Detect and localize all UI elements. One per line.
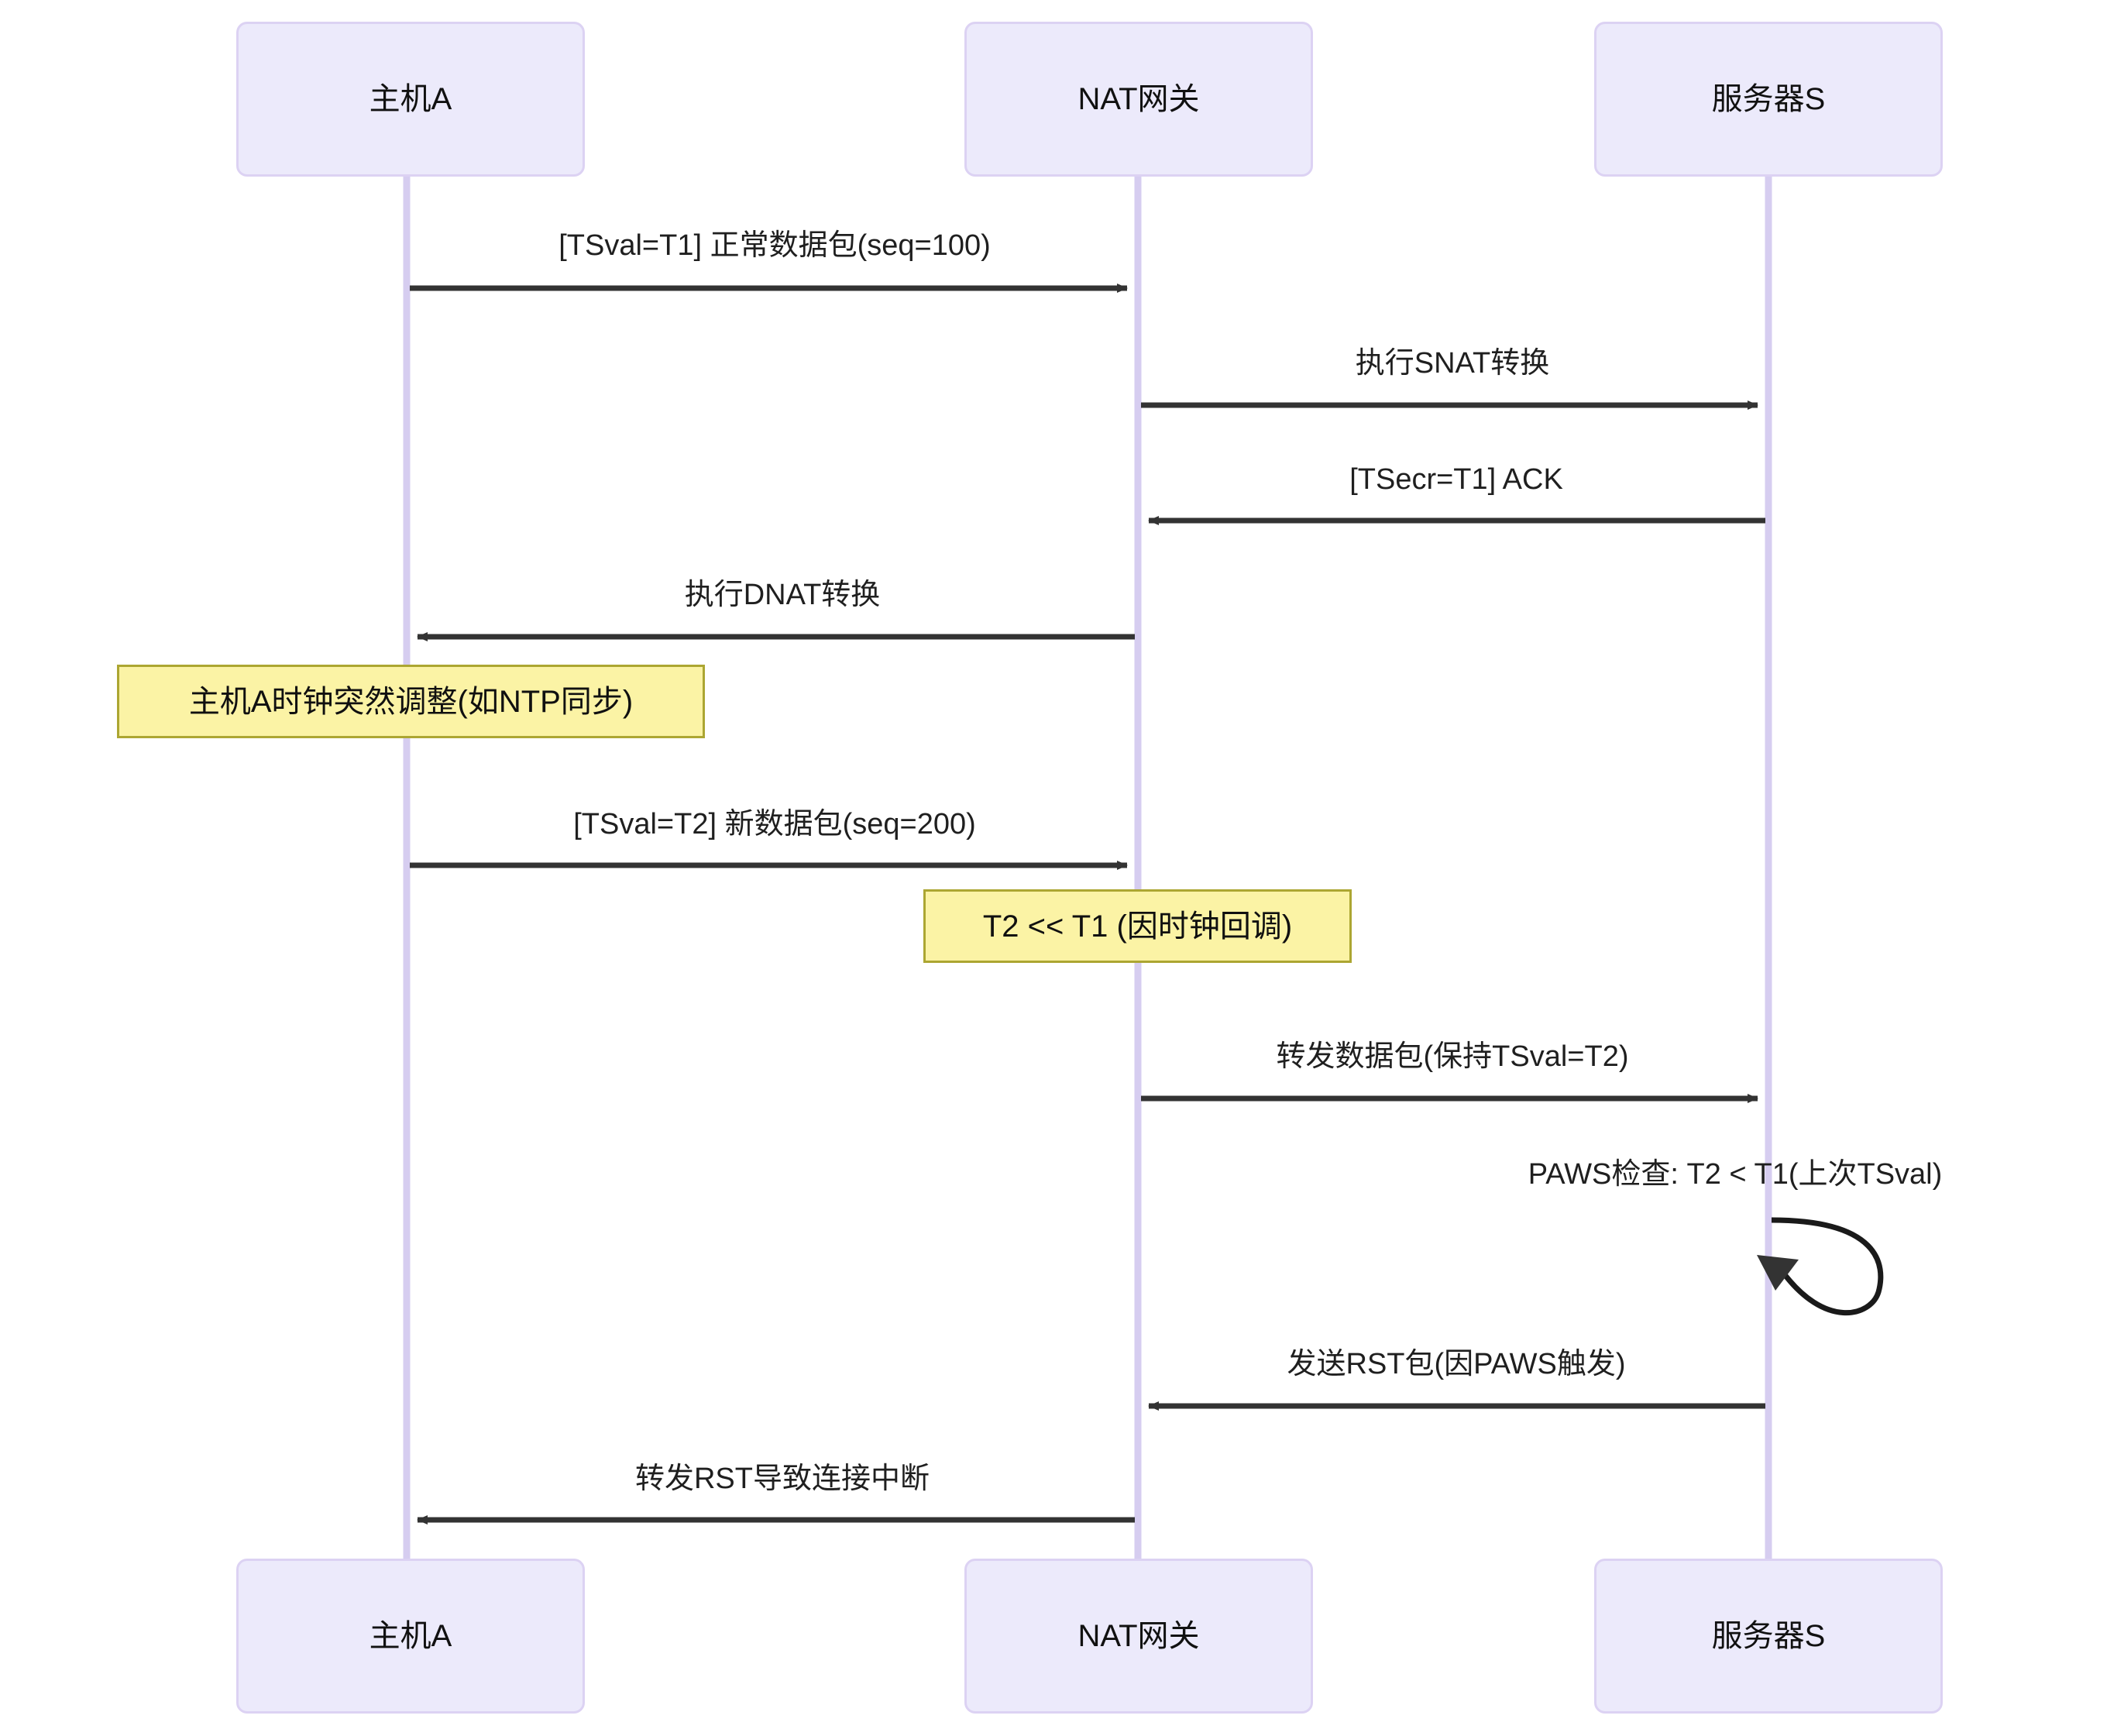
message-label-2: 执行SNAT转换 — [1355, 347, 1550, 380]
participant-label-nat-top: NAT网关 — [1077, 82, 1200, 116]
participant-box-hostA-bottom[interactable]: 主机A — [236, 1559, 585, 1714]
note-box-1: 主机A时钟突然调整(如NTP同步) — [117, 665, 705, 738]
participant-box-server-top[interactable]: 服务器S — [1594, 22, 1943, 177]
participant-label-server-top: 服务器S — [1711, 82, 1826, 116]
note-label-1: 主机A时钟突然调整(如NTP同步) — [188, 684, 634, 719]
message-label-7: PAWS检查: T2 < T1(上次TSval) — [1528, 1158, 1943, 1191]
message-label-5: [TSval=T2] 新数据包(seq=200) — [573, 808, 976, 840]
participant-label-nat-bottom: NAT网关 — [1077, 1619, 1200, 1653]
message-label-8: 发送RST包(因PAWS触发) — [1287, 1348, 1626, 1380]
message-label-6: 转发数据包(保持TSval=T2) — [1276, 1040, 1629, 1073]
participant-label-server-bottom: 服务器S — [1711, 1619, 1826, 1653]
message-label-9: 转发RST导致连接中断 — [634, 1463, 930, 1495]
participant-box-nat-bottom[interactable]: NAT网关 — [964, 1559, 1313, 1714]
message-self-loop-7 — [1771, 1217, 1884, 1315]
note-box-2: T2 << T1 (因时钟回调) — [923, 889, 1352, 963]
participant-box-hostA-top[interactable]: 主机A — [236, 22, 585, 177]
message-self-loop-arrowhead-7 — [1757, 1255, 1799, 1291]
message-label-4: 执行DNAT转换 — [684, 579, 881, 611]
participant-label-hostA-top: 主机A — [369, 82, 452, 116]
note-label-2: T2 << T1 (因时钟回调) — [982, 909, 1293, 944]
message-label-1: [TSval=T1] 正常数据包(seq=100) — [558, 229, 991, 262]
participant-box-server-bottom[interactable]: 服务器S — [1594, 1559, 1943, 1714]
participant-label-hostA-bottom: 主机A — [369, 1619, 452, 1653]
participant-box-nat-top[interactable]: NAT网关 — [964, 22, 1313, 177]
message-label-3: [TSecr=T1] ACK — [1349, 463, 1563, 496]
